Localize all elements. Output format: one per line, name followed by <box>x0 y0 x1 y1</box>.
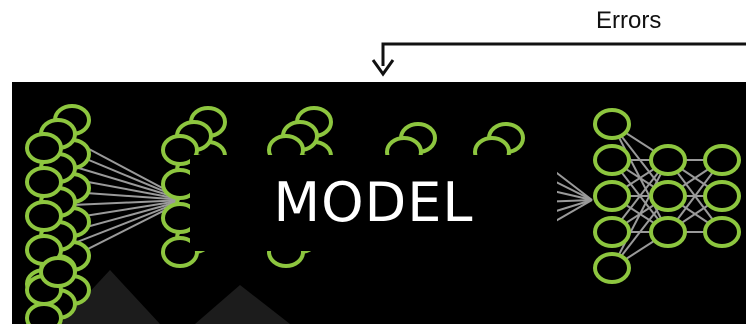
network-edge <box>71 191 186 201</box>
network-node <box>703 216 741 248</box>
faint-shape-left <box>60 270 160 324</box>
network-node <box>593 180 631 212</box>
errors-feedback-arrow <box>371 42 746 77</box>
faint-shape-mid <box>195 285 290 324</box>
feedback-line <box>381 42 746 66</box>
network-edge <box>71 199 186 206</box>
network-edge <box>71 178 186 201</box>
network-node <box>593 144 631 176</box>
network-node <box>25 132 63 164</box>
network-node <box>593 216 631 248</box>
network-node <box>703 144 741 176</box>
network-node <box>25 166 63 198</box>
feedback-arrowhead <box>371 59 395 77</box>
network-node <box>593 108 631 140</box>
network-edge <box>71 199 186 219</box>
network-node <box>649 180 687 212</box>
model-box: MODEL <box>190 155 557 251</box>
network-node <box>649 144 687 176</box>
network-node <box>25 200 63 232</box>
network-edge <box>71 199 186 232</box>
network-node <box>161 236 199 268</box>
network-edge <box>611 159 669 269</box>
network-node <box>161 134 199 166</box>
network-node <box>39 256 77 288</box>
errors-label: Errors <box>596 7 662 34</box>
network-node <box>649 216 687 248</box>
network-node <box>593 252 631 284</box>
network-node <box>703 180 741 212</box>
model-label: MODEL <box>273 171 474 234</box>
network-node <box>25 302 63 324</box>
